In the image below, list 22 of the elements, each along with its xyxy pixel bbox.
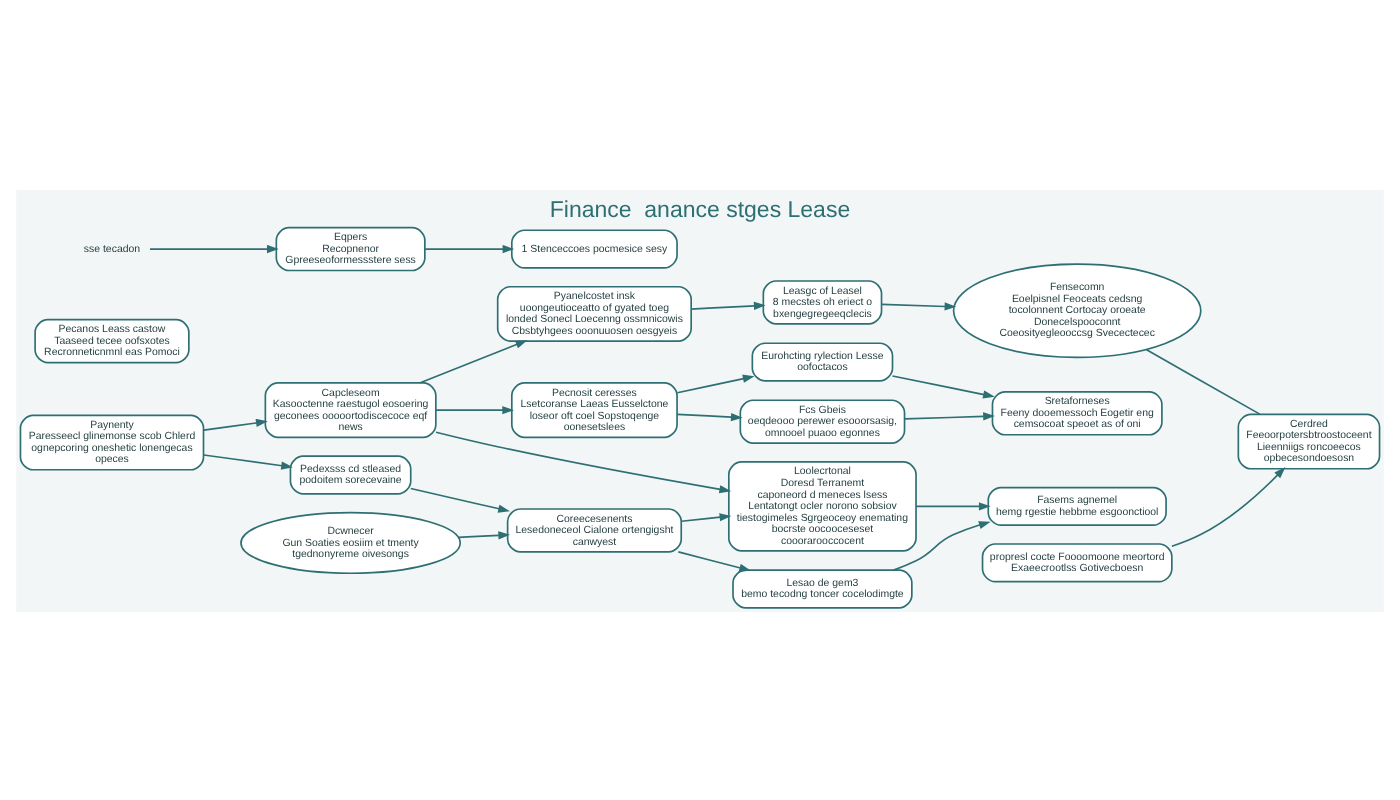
arrow [690, 300, 766, 309]
arrow [435, 405, 515, 414]
arrow [680, 512, 732, 522]
arrow [676, 411, 743, 421]
arrow [202, 453, 293, 469]
arrow [676, 373, 755, 393]
arrow [419, 339, 528, 383]
diagram-title: Finance anance stges Lease [549, 197, 851, 222]
arrow [903, 411, 995, 420]
arrow [892, 520, 991, 570]
arrow [457, 530, 511, 539]
arrow [435, 430, 732, 493]
arrow [880, 301, 957, 310]
arrow [424, 244, 515, 253]
arrow [202, 417, 268, 430]
arrow [891, 374, 995, 398]
arrow [1171, 466, 1286, 547]
arrow [915, 501, 991, 510]
connector [1145, 347, 1261, 414]
arrow [677, 550, 752, 571]
arrow [409, 486, 510, 512]
arrow [149, 244, 279, 253]
